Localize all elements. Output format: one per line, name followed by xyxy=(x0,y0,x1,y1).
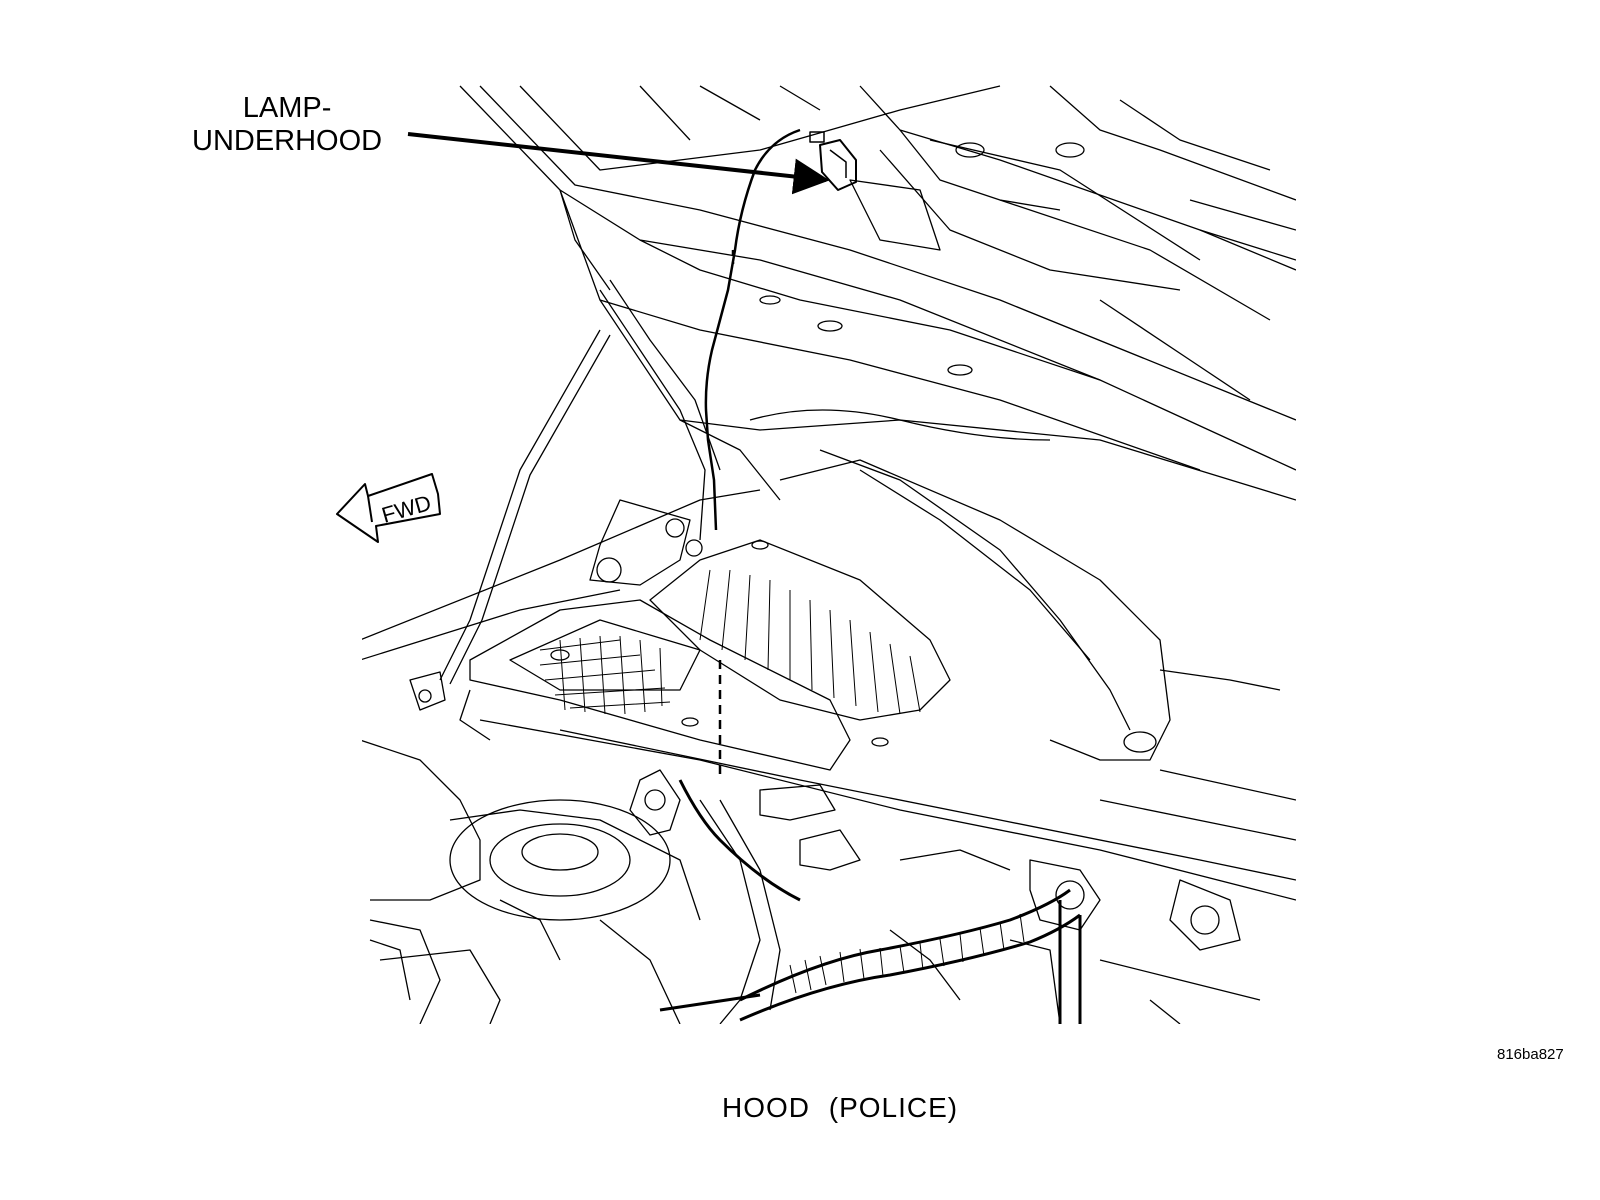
callout-line-1: LAMP- xyxy=(242,92,332,124)
lamp-wire xyxy=(704,128,801,780)
hood-hinge-and-prop-rod xyxy=(409,189,781,711)
figure-caption: HOOD (POLICE) xyxy=(722,1092,959,1123)
figure-id: 816ba827 xyxy=(1497,1046,1564,1063)
lamp-underhood-callout: LAMP- UNDERHOOD xyxy=(192,92,382,158)
underhood-lamp xyxy=(809,131,857,191)
engine-bay xyxy=(362,739,1261,1024)
callout-line-2: UNDERHOOD xyxy=(192,125,383,157)
cowl-grille xyxy=(539,569,921,715)
wiring-harness xyxy=(659,779,1082,1024)
callout-leader-arrow xyxy=(407,132,830,195)
forward-arrow-icon: FWD xyxy=(336,473,441,543)
harness-convolute xyxy=(789,913,1025,994)
hood-panel xyxy=(459,85,1296,501)
